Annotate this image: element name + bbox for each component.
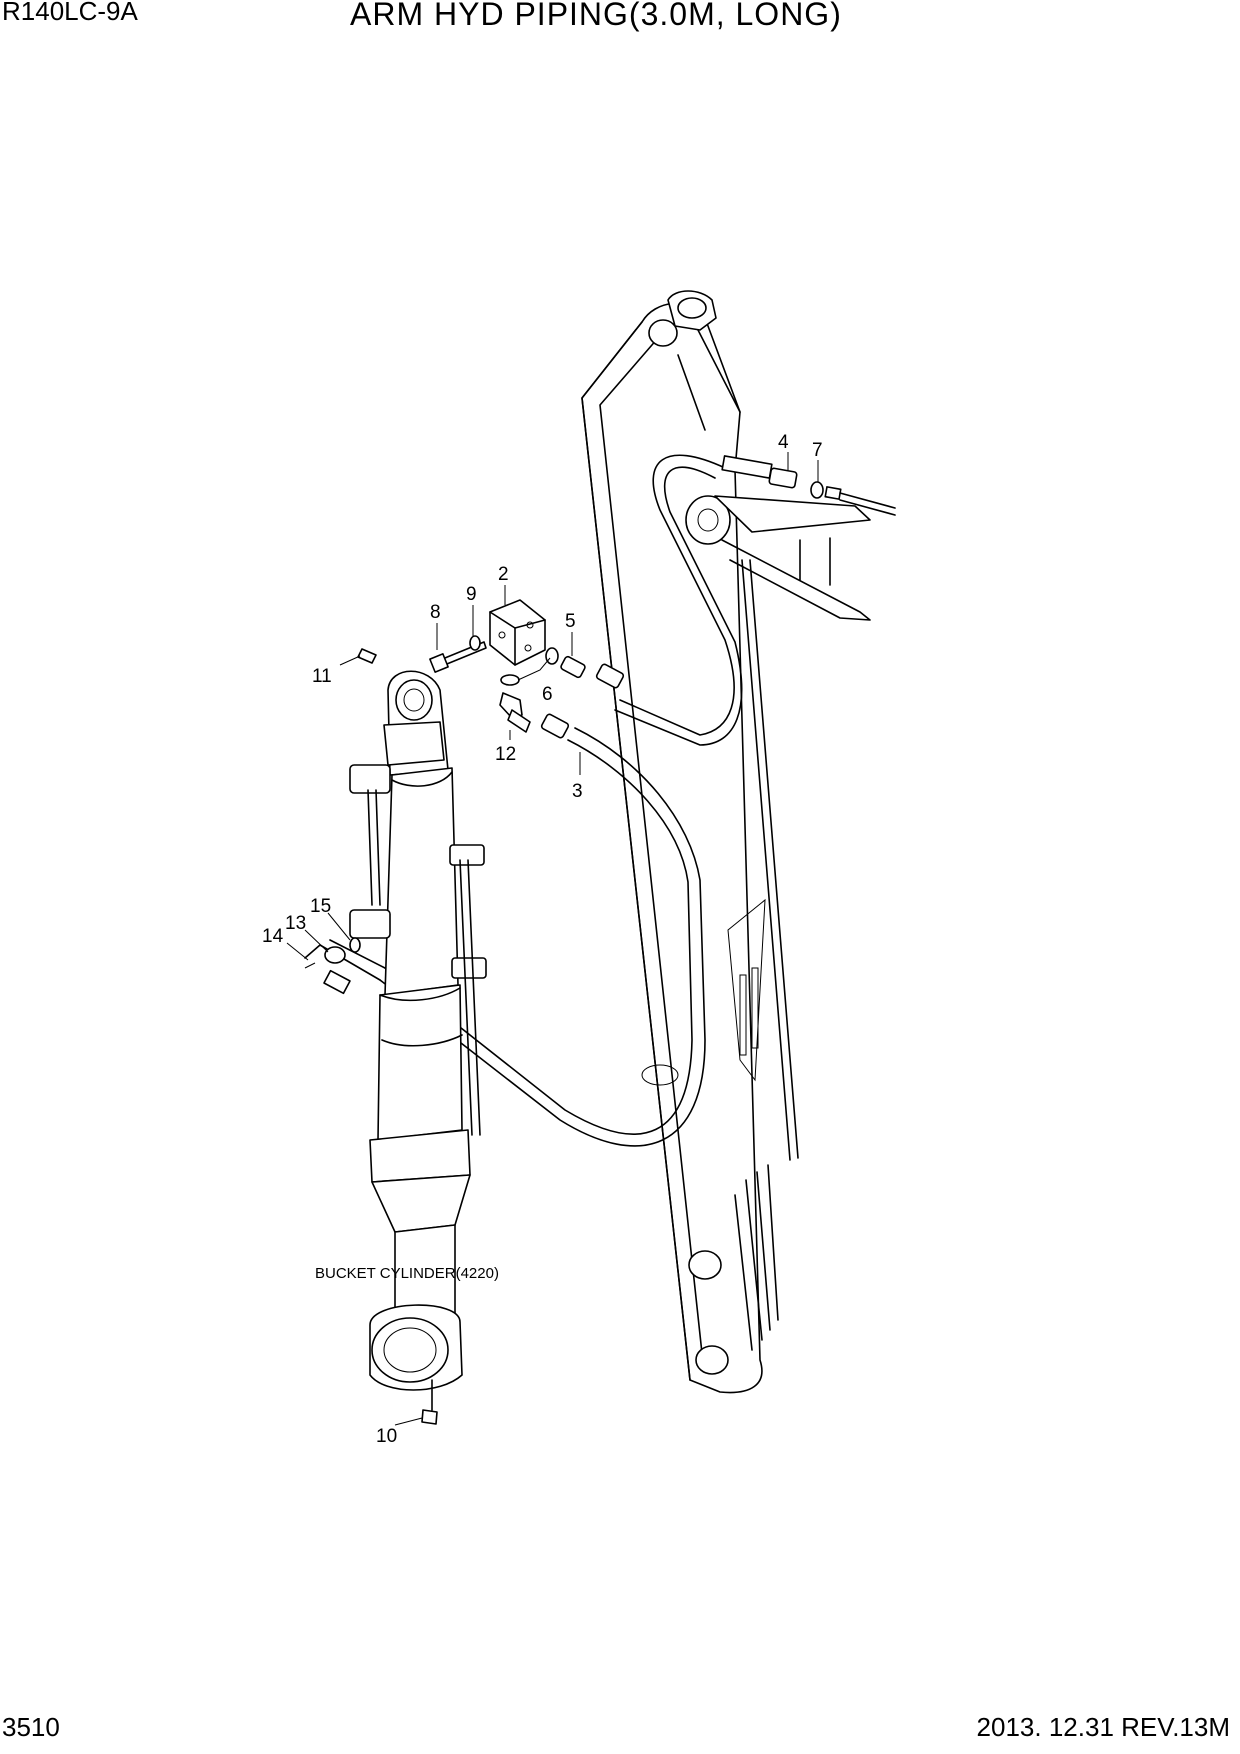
callout-3: 3 (572, 781, 583, 802)
callout-13: 13 (285, 913, 306, 934)
model-code: R140LC-9A (2, 0, 138, 26)
callout-5: 5 (565, 611, 576, 632)
callout-7: 7 (812, 440, 823, 461)
callout-12: 12 (495, 744, 516, 765)
callout-4: 4 (778, 432, 789, 453)
callout-11: 11 (312, 666, 332, 687)
leader-lines (286, 452, 819, 1426)
callout-15: 15 (310, 896, 331, 917)
callout-10: 10 (376, 1426, 397, 1447)
callout-9: 9 (466, 584, 477, 605)
revision-date: 2013. 12.31 REV.13M (976, 1712, 1230, 1742)
hoses (304, 454, 896, 1147)
callout-14: 14 (262, 926, 284, 947)
page-number: 3510 (2, 1712, 60, 1742)
bucket-cylinder-note: BUCKET CYLINDER(4220) (315, 1265, 499, 1282)
callout-8: 8 (430, 602, 441, 623)
arm-body (581, 290, 871, 1394)
page-title: ARM HYD PIPING(3.0M, LONG) (350, 0, 842, 32)
callout-numbers: 4 7 2 9 8 5 11 6 12 3 15 13 14 10 (262, 432, 823, 1447)
fitting-parts (357, 599, 586, 1425)
bucket-cylinder (304, 670, 487, 1411)
callout-2: 2 (498, 564, 509, 585)
callout-6: 6 (542, 684, 553, 705)
